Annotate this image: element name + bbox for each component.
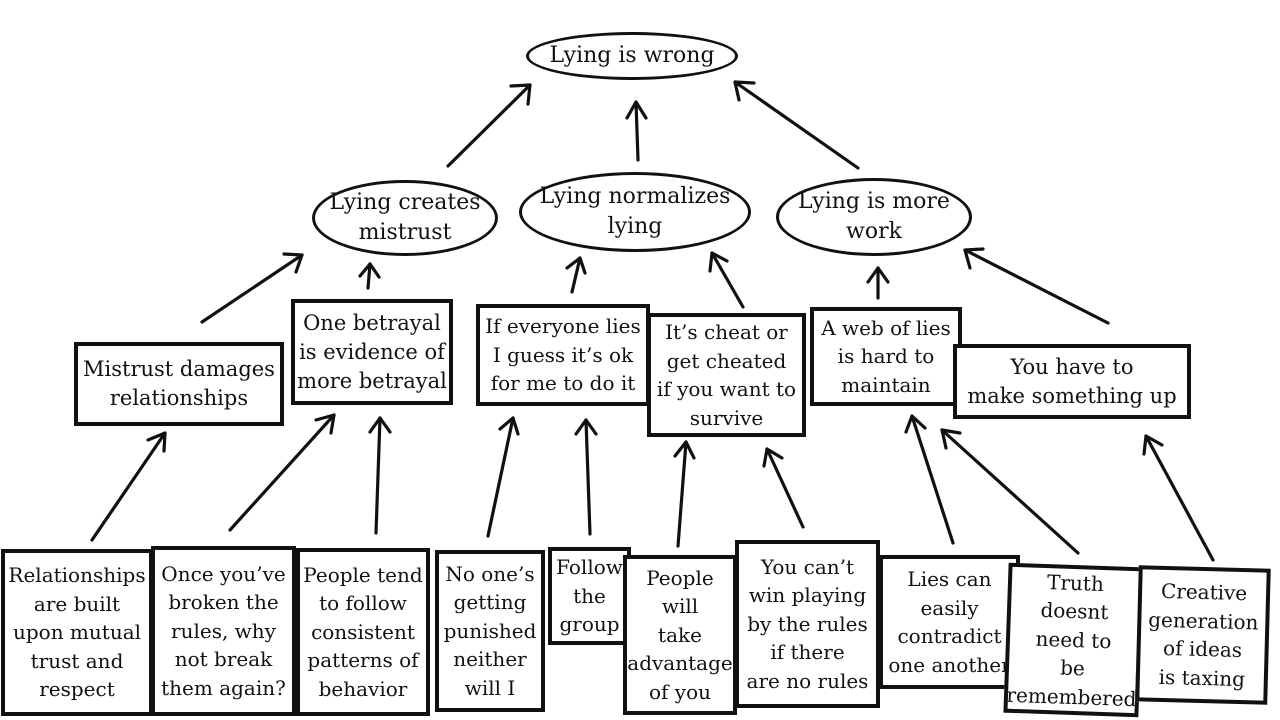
root-claim-text: Lying is wrong bbox=[549, 43, 715, 68]
arrow bbox=[762, 447, 805, 529]
evidence-node: People tend to follow consistent pattern… bbox=[296, 548, 430, 716]
reason-node: Lying creates mistrust bbox=[312, 180, 498, 256]
evidence-node: No one’s getting punished neither will I bbox=[435, 550, 545, 712]
evidence-text: Creative generation of ideas is taxing bbox=[1147, 578, 1259, 691]
support-text: You have to make something up bbox=[967, 354, 1177, 408]
evidence-text: You can’t win playing by the rules if th… bbox=[746, 554, 869, 693]
reason-text: Lying normalizes lying bbox=[539, 184, 731, 239]
arrow bbox=[368, 416, 392, 535]
evidence-node: Follow the group bbox=[548, 547, 631, 645]
arrow bbox=[565, 256, 587, 294]
root-claim: Lying is wrong bbox=[526, 32, 738, 80]
arrow bbox=[904, 414, 955, 545]
evidence-node: Once you’ve broken the rules, why not br… bbox=[151, 546, 296, 716]
reason-node: Lying is more work bbox=[776, 178, 972, 256]
arrow bbox=[1142, 434, 1215, 562]
support-text: It’s cheat or get cheated if you want to… bbox=[656, 320, 797, 430]
arrow bbox=[228, 413, 336, 532]
arrow bbox=[708, 251, 745, 309]
arrow bbox=[673, 440, 696, 548]
evidence-text: Relationships are built upon mutual trus… bbox=[8, 563, 146, 702]
support-node: If everyone lies I guess it’s ok for me … bbox=[476, 304, 650, 406]
evidence-text: No one’s getting punished neither will I bbox=[443, 561, 537, 700]
support-text: A web of lies is hard to maintain bbox=[821, 315, 951, 397]
arrow bbox=[574, 418, 598, 536]
evidence-node: Relationships are built upon mutual trus… bbox=[1, 549, 153, 716]
support-node: You have to make something up bbox=[953, 344, 1191, 419]
arrow bbox=[90, 431, 167, 542]
arrow bbox=[963, 247, 1110, 325]
evidence-node: Creative generation of ideas is taxing bbox=[1135, 565, 1271, 705]
arrow bbox=[358, 262, 381, 290]
evidence-node: Lies can easily contradict one another bbox=[879, 555, 1020, 689]
support-node: One betrayal is evidence of more betraya… bbox=[291, 299, 453, 405]
evidence-text: People tend to follow consistent pattern… bbox=[303, 562, 423, 701]
arrow bbox=[866, 266, 890, 300]
evidence-node: You can’t win playing by the rules if th… bbox=[735, 540, 880, 708]
evidence-node: Truth doesnt need to be remembered bbox=[1003, 562, 1144, 718]
arrow bbox=[486, 416, 520, 538]
support-text: If everyone lies I guess it’s ok for me … bbox=[485, 314, 641, 396]
evidence-node: People will take advantage of you bbox=[623, 555, 737, 715]
support-text: One betrayal is evidence of more betraya… bbox=[297, 310, 447, 393]
reason-text: Lying creates mistrust bbox=[329, 190, 481, 245]
arrow bbox=[733, 80, 860, 170]
evidence-text: People will take advantage of you bbox=[627, 565, 733, 704]
reason-text: Lying is more work bbox=[798, 189, 950, 244]
arrow bbox=[625, 100, 648, 162]
support-node: A web of lies is hard to maintain bbox=[810, 307, 962, 406]
evidence-text: Lies can easily contradict one another bbox=[888, 567, 1011, 677]
arrow bbox=[200, 252, 304, 324]
evidence-text: Follow the group bbox=[556, 555, 623, 637]
evidence-text: Once you’ve broken the rules, why not br… bbox=[161, 561, 286, 700]
support-node: Mistrust damages relationships bbox=[74, 342, 284, 426]
evidence-text: Truth doesnt need to be remembered bbox=[1006, 569, 1137, 711]
reason-node: Lying normalizes lying bbox=[519, 172, 751, 252]
arrow bbox=[940, 428, 1080, 555]
support-node: It’s cheat or get cheated if you want to… bbox=[647, 313, 806, 437]
arrow bbox=[446, 83, 532, 168]
support-text: Mistrust damages relationships bbox=[83, 357, 275, 410]
